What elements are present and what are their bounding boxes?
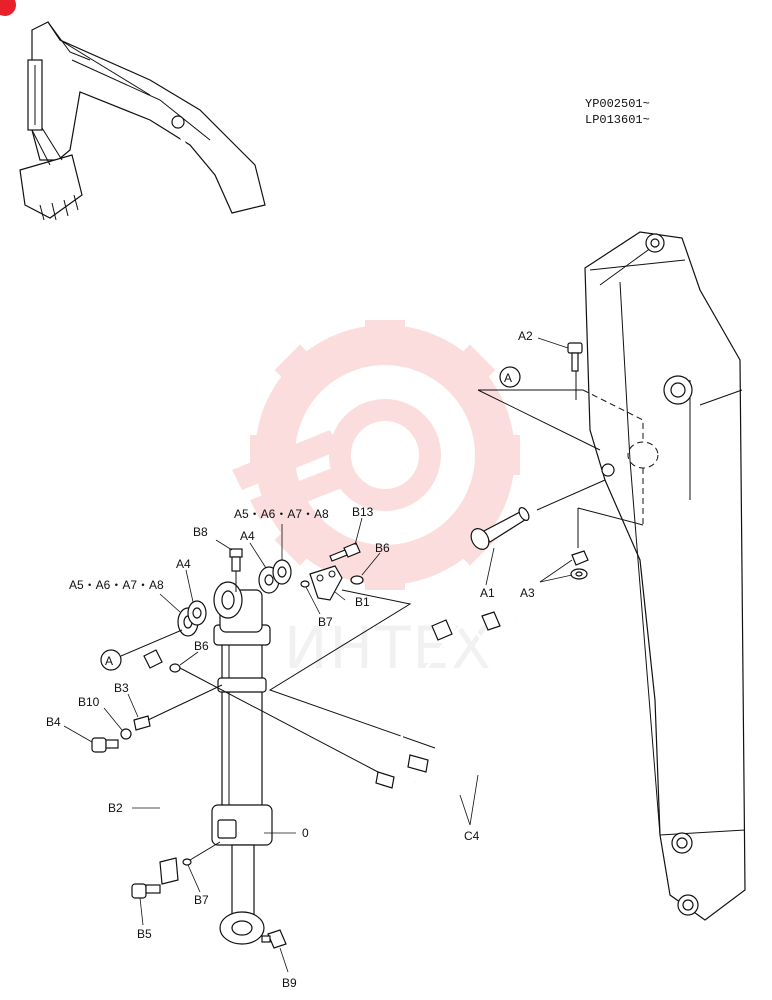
label-c4: C4 — [464, 829, 480, 843]
watermark-gear-icon — [232, 320, 520, 590]
label-b2: B2 — [108, 801, 123, 815]
callout-a-left-line — [120, 629, 183, 657]
label-a5-group-top: A5・A6・A7・A8 — [234, 507, 329, 521]
grease-fitting-b9 — [261, 929, 289, 973]
grease-nipple-b8 — [215, 539, 243, 592]
label-b5: B5 — [137, 927, 152, 941]
label-a1: A1 — [480, 586, 495, 600]
serial-number-1: YP002501~ — [585, 97, 650, 111]
oring-b6-left-lead — [179, 651, 199, 666]
hose-route-line — [268, 589, 436, 749]
label-b1: B1 — [355, 595, 370, 609]
nut-washer-a3 — [539, 507, 644, 583]
serial-number-2: LP013601~ — [585, 113, 650, 127]
label-b13: B13 — [352, 505, 374, 519]
hose-to-cylinder-line — [179, 667, 379, 773]
oring-b6-left — [169, 663, 181, 673]
arm-structure — [582, 231, 746, 921]
block-b1-bolt-b13 — [300, 517, 381, 615]
watermark-logo: ИНТЕХ — [232, 320, 520, 682]
label-b6-top: B6 — [375, 541, 390, 555]
callout-a-top: A — [504, 371, 512, 385]
bushings — [159, 524, 292, 637]
label-a3: A3 — [520, 586, 535, 600]
label-b7-bottom: B7 — [194, 893, 209, 907]
watermark-text: ИНТЕХ — [284, 614, 493, 682]
label-a4-mid: A4 — [240, 529, 255, 543]
callout-circle-a-top — [499, 366, 521, 388]
pin-a1-axis — [536, 479, 606, 511]
pipe-b2 — [63, 649, 223, 926]
oring-b7-bottom-leader — [189, 841, 221, 861]
cylinder-assembly — [211, 581, 296, 945]
label-b7-top: B7 — [318, 615, 333, 629]
oring-b7-bottom-lead — [187, 864, 201, 893]
label-b10: B10 — [78, 695, 100, 709]
label-a4-left: A4 — [176, 557, 191, 571]
oring-b7-bottom — [182, 858, 192, 866]
label-a5-group-left: A5・A6・A7・A8 — [69, 578, 164, 592]
label-zero: 0 — [302, 826, 309, 840]
excavator-overview — [19, 21, 266, 221]
bolt-a2 — [537, 337, 583, 400]
label-b6-left: B6 — [194, 639, 209, 653]
callout-circle-a-left — [100, 649, 122, 671]
hoses-c4 — [375, 606, 517, 826]
label-b8: B8 — [193, 525, 208, 539]
label-a2: A2 — [518, 329, 533, 343]
pin-a1 — [470, 507, 530, 586]
corner-badge — [0, 0, 16, 16]
label-b3: B3 — [114, 681, 129, 695]
callout-a-top-line2 — [477, 389, 601, 451]
label-b9: B9 — [282, 976, 297, 990]
callout-a-left: A — [105, 654, 113, 668]
label-b4: B4 — [46, 715, 61, 729]
